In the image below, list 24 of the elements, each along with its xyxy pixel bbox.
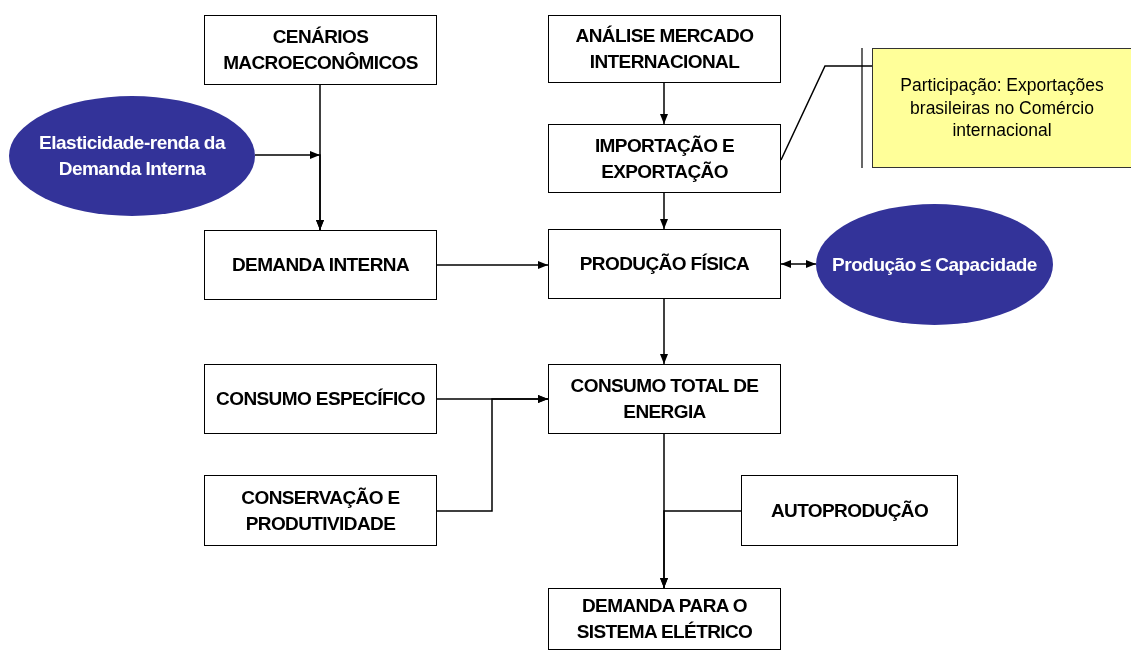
leader-line xyxy=(780,65,873,161)
process-box: ANÁLISE MERCADO INTERNACIONAL xyxy=(548,15,781,83)
arrow xyxy=(660,192,668,230)
process-box: PRODUÇÃO FÍSICA xyxy=(548,229,781,299)
process-box: IMPORTAÇÃO E EXPORTAÇÃO xyxy=(548,124,781,193)
arrow xyxy=(780,260,817,268)
input-ellipse xyxy=(9,96,255,216)
ellipse-label: Produção ≤ Capacidade xyxy=(832,252,1037,277)
process-box: DEMANDA PARA O SISTEMA ELÉTRICO xyxy=(548,588,781,650)
arrow xyxy=(660,298,668,365)
arrow xyxy=(660,82,668,125)
process-box: CONSUMO ESPECÍFICO xyxy=(204,364,437,434)
arrow xyxy=(436,261,549,269)
process-box: DEMANDA INTERNA xyxy=(204,230,437,300)
process-box: AUTOPRODUÇÃO xyxy=(741,475,958,546)
process-box: CONSUMO TOTAL DE ENERGIA xyxy=(548,364,781,434)
ellipse-label: Elasticidade-renda da Demanda Interna xyxy=(38,131,227,181)
input-ellipse xyxy=(816,204,1053,325)
arrow xyxy=(660,510,742,589)
process-box: CONSERVAÇÃO E PRODUTIVIDADE xyxy=(204,475,437,546)
note-box: Participação: Exportações brasileiras no Comércio internacional xyxy=(872,48,1131,168)
arrow xyxy=(436,395,549,512)
process-box: CENÁRIOS MACROECONÔMICOS xyxy=(204,15,437,85)
arrow xyxy=(254,151,324,231)
